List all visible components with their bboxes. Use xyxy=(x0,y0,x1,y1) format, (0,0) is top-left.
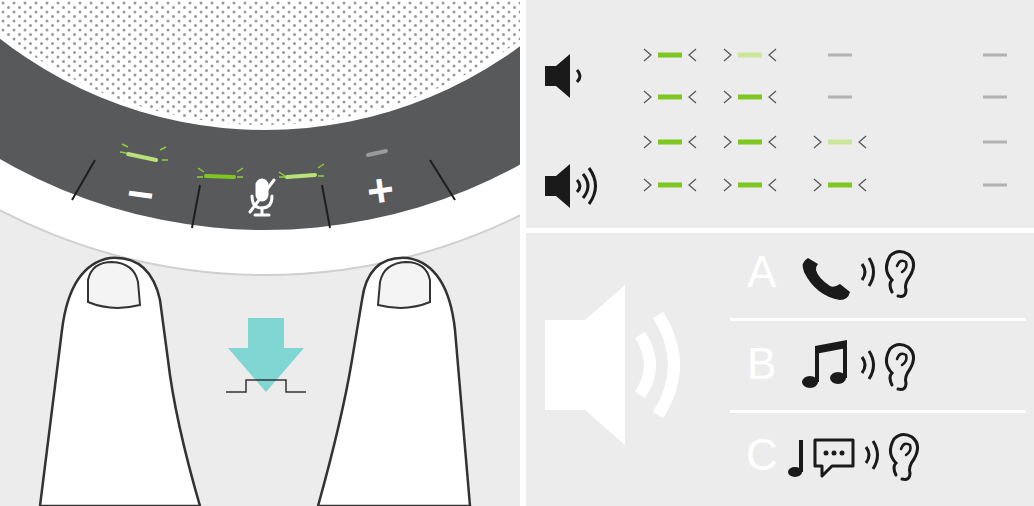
led-segment xyxy=(738,183,762,188)
led-segment xyxy=(983,54,1007,57)
led-segment xyxy=(828,183,852,188)
led-segment xyxy=(828,96,852,99)
flash-mark xyxy=(724,179,776,191)
flash-mark xyxy=(814,136,866,148)
led-segment xyxy=(983,141,1007,144)
led-segment xyxy=(983,184,1007,187)
flash-mark xyxy=(724,136,776,148)
led-segment xyxy=(658,183,682,188)
led-segment xyxy=(738,95,762,100)
flash-mark xyxy=(644,179,696,191)
led-segment xyxy=(658,95,682,100)
led-segment xyxy=(983,96,1007,99)
flash-mark xyxy=(644,49,696,61)
row-letter: A xyxy=(747,250,776,294)
flash-mark xyxy=(644,91,696,103)
led-segment xyxy=(658,140,682,145)
flash-mark xyxy=(814,179,866,191)
row-letter: C xyxy=(746,433,778,477)
led-segment xyxy=(658,53,682,58)
led-segment xyxy=(738,140,762,145)
flash-mark xyxy=(644,136,696,148)
led-segment xyxy=(828,54,852,57)
row-letter: B xyxy=(747,342,776,386)
led-segment xyxy=(738,53,762,58)
flash-mark xyxy=(724,91,776,103)
led-segment xyxy=(828,140,852,145)
flash-mark xyxy=(724,49,776,61)
